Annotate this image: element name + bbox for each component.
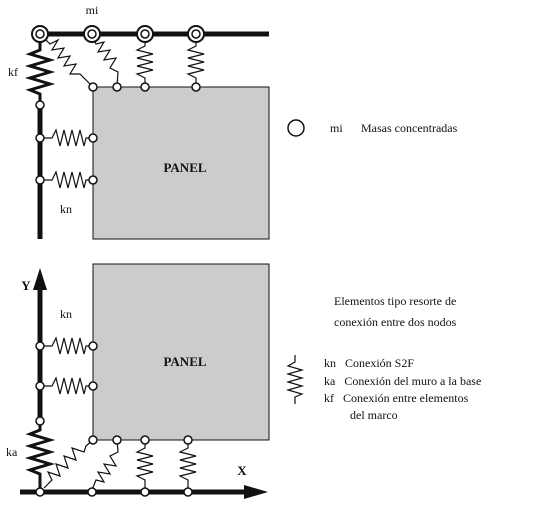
node xyxy=(35,416,45,426)
top-panel-label: PANEL xyxy=(163,160,206,175)
node xyxy=(35,133,45,143)
node xyxy=(88,435,98,445)
bottom-panel xyxy=(92,263,270,441)
y-axis-label: Y xyxy=(21,278,31,293)
bottom-horizontal-spring-2 xyxy=(42,376,93,395)
y-axis-arrowhead xyxy=(33,268,47,290)
top-vertical-spring-3 xyxy=(135,36,154,86)
mass-legend-icon xyxy=(287,119,305,137)
ka-label: ka xyxy=(6,445,18,459)
node xyxy=(35,341,45,351)
node xyxy=(88,82,98,92)
node xyxy=(35,100,45,110)
x-axis-arrowhead xyxy=(244,485,268,499)
corner-diagonal-spring xyxy=(43,37,93,87)
top-vertical-spring-4 xyxy=(186,36,205,86)
legend: mi Masas concentradas Elementos tipo res… xyxy=(285,119,481,422)
kf-label: kf xyxy=(8,65,18,79)
top-diagram: PANEL mi kf kn xyxy=(8,3,270,240)
kf-spring xyxy=(24,40,56,104)
bottom-horizontal-spring-1 xyxy=(42,336,93,355)
kn-legend-item: kn Conexión S2F xyxy=(324,356,414,370)
node xyxy=(112,435,122,445)
x-axis-label: X xyxy=(237,463,247,478)
top-horizontal-spring-1 xyxy=(42,128,93,147)
base-diagonal-spring xyxy=(43,439,94,489)
kn-label-top: kn xyxy=(60,202,72,216)
node xyxy=(183,435,193,445)
mass-node xyxy=(187,25,205,43)
node xyxy=(88,175,98,185)
spring-legend-title-2: conexión entre dos nodos xyxy=(334,315,457,329)
kf-legend-item: kf Conexión entre elementos xyxy=(324,391,469,405)
kn-label-bottom: kn xyxy=(60,307,72,321)
mass-node xyxy=(83,25,101,43)
mass-legend-symbol: mi xyxy=(330,121,343,135)
node xyxy=(35,487,45,497)
node xyxy=(140,487,150,497)
node xyxy=(35,175,45,185)
spring-legend-title-1: Elementos tipo resorte de xyxy=(334,294,456,308)
node xyxy=(35,381,45,391)
node xyxy=(88,341,98,351)
top-panel xyxy=(92,86,270,240)
node xyxy=(87,487,97,497)
mass-legend-text: Masas concentradas xyxy=(361,121,458,135)
top-diagonal-spring-2 xyxy=(91,35,119,87)
spring-legend-icon xyxy=(285,355,305,404)
ka-legend-item: ka Conexión del muro a la base xyxy=(324,374,481,388)
kf-legend-item-2: del marco xyxy=(350,408,398,422)
bottom-diagram: PANEL Y X kn ka xyxy=(6,263,270,499)
base-vertical-spring-4 xyxy=(178,440,197,490)
node xyxy=(88,133,98,143)
node xyxy=(140,435,150,445)
node xyxy=(140,82,150,92)
mass-node xyxy=(136,25,154,43)
node xyxy=(183,487,193,497)
base-diagonal-spring-2 xyxy=(91,439,119,491)
base-vertical-spring-3 xyxy=(135,440,154,490)
node xyxy=(112,82,122,92)
node xyxy=(191,82,201,92)
bottom-panel-label: PANEL xyxy=(163,354,206,369)
node xyxy=(88,381,98,391)
mass-node xyxy=(31,25,49,43)
top-horizontal-spring-2 xyxy=(42,170,93,189)
mass-label: mi xyxy=(86,3,99,17)
ka-spring xyxy=(24,422,56,488)
